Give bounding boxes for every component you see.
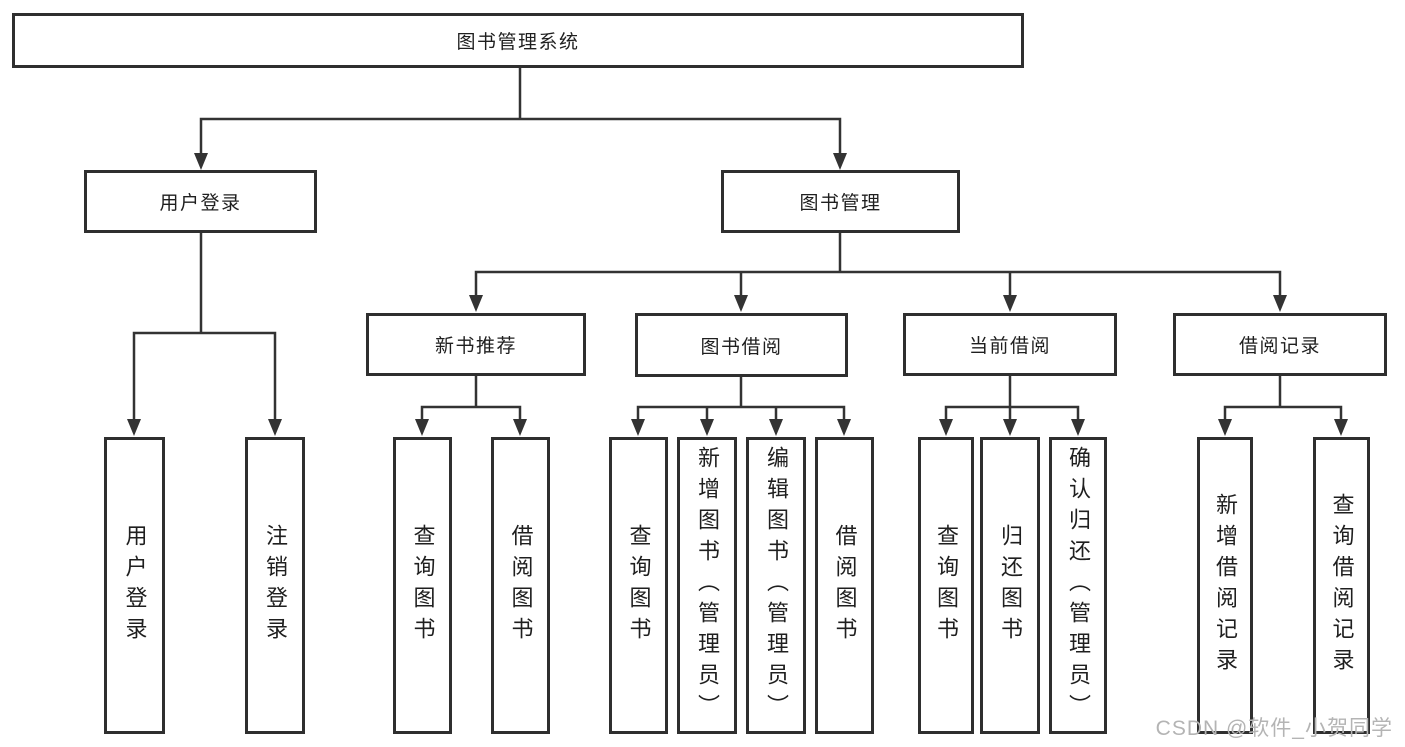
watermark: CSDN @软件_小贺同学 bbox=[1155, 717, 1393, 740]
node-new-book-recommend: 新书推荐 bbox=[366, 313, 586, 376]
leaf-logout: 注销登录 bbox=[245, 437, 305, 734]
node-user-login: 用户登录 bbox=[84, 170, 317, 233]
leaf-add-book-admin: 新增图书（管理员） bbox=[677, 437, 737, 734]
leaf-confirm-return-admin: 确认归还（管理员） bbox=[1049, 437, 1107, 734]
node-root: 图书管理系统 bbox=[12, 13, 1024, 68]
node-current-borrowing: 当前借阅 bbox=[903, 313, 1117, 376]
leaf-query-books-1: 查询图书 bbox=[393, 437, 452, 734]
leaf-return-book: 归还图书 bbox=[980, 437, 1040, 734]
leaf-edit-book-admin: 编辑图书（管理员） bbox=[746, 437, 806, 734]
leaf-user-login: 用户登录 bbox=[104, 437, 165, 734]
leaf-query-books-3: 查询图书 bbox=[918, 437, 974, 734]
leaf-query-books-2: 查询图书 bbox=[609, 437, 668, 734]
node-borrowing-records: 借阅记录 bbox=[1173, 313, 1387, 376]
leaf-borrow-books-1: 借阅图书 bbox=[491, 437, 550, 734]
node-book-borrowing: 图书借阅 bbox=[635, 313, 848, 377]
leaf-borrow-books-2: 借阅图书 bbox=[815, 437, 874, 734]
leaf-add-borrow-record: 新增借阅记录 bbox=[1197, 437, 1253, 734]
leaf-query-borrow-record: 查询借阅记录 bbox=[1313, 437, 1370, 734]
node-book-management: 图书管理 bbox=[721, 170, 960, 233]
